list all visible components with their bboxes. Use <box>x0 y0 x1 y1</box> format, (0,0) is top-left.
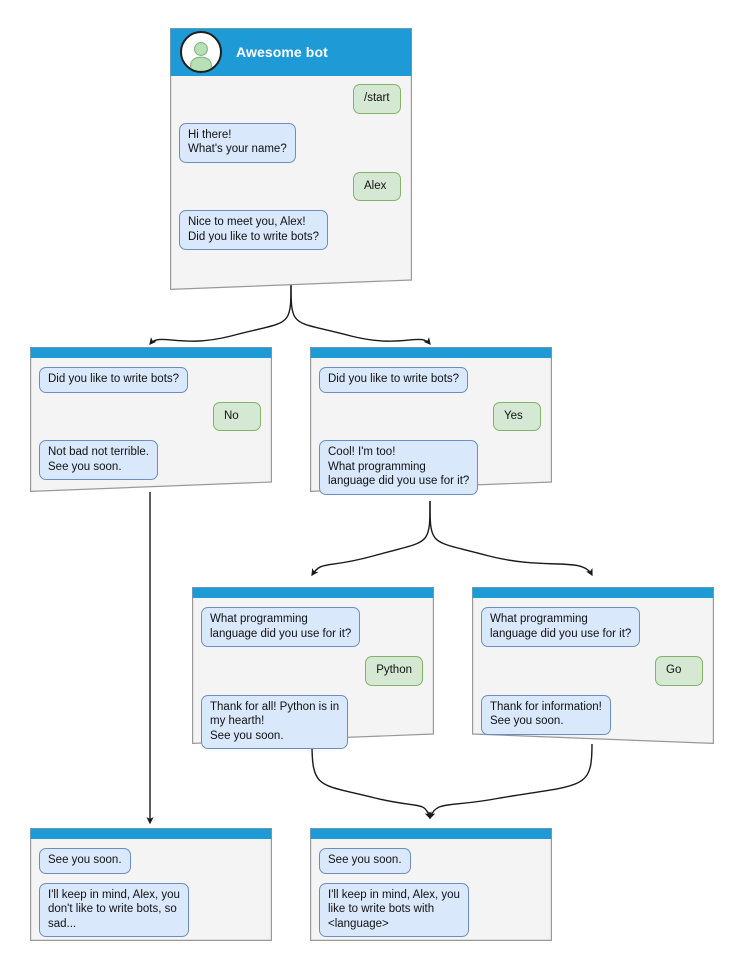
message-row: Python <box>201 656 425 686</box>
message-row: What programming language did you use fo… <box>201 607 425 647</box>
node-titlebar <box>192 587 434 598</box>
bot-message-bubble[interactable]: See you soon. <box>319 848 411 874</box>
node-titlebar <box>472 587 714 598</box>
message-list: What programming language did you use fo… <box>472 599 714 744</box>
message-row: Thank for information! See you soon. <box>481 694 705 735</box>
message-row: No <box>39 401 263 431</box>
node-titlebar: Awesome bot <box>170 28 412 76</box>
message-row: Thank for all! Python is in my hearth! S… <box>201 694 425 749</box>
user-message-bubble[interactable]: No <box>213 401 261 431</box>
message-list: See you soon. I'll keep in mind, Alex, y… <box>310 840 552 946</box>
bot-name-label: Awesome bot <box>236 44 328 60</box>
message-row: Cool! I'm too! What programming language… <box>319 440 543 495</box>
user-message-bubble[interactable]: Python <box>365 656 423 686</box>
chat-node-yes-branch[interactable]: Did you like to write bots? Yes Cool! I'… <box>310 347 552 495</box>
message-row: Yes <box>319 401 543 431</box>
message-row: Hi there! What's your name? <box>179 122 403 163</box>
edge-yes-to-python <box>311 500 431 577</box>
bot-message-bubble[interactable]: See you soon. <box>39 848 131 874</box>
message-row: I'll keep in mind, Alex, you don't like … <box>39 882 263 937</box>
node-titlebar <box>310 828 552 839</box>
bot-message-bubble[interactable]: Did you like to write bots? <box>319 367 469 393</box>
bot-message-bubble[interactable]: Thank for all! Python is in my hearth! S… <box>201 694 349 749</box>
chat-node-end-sad[interactable]: See you soon. I'll keep in mind, Alex, y… <box>30 828 272 941</box>
message-list: Did you like to write bots? No Not bad n… <box>30 359 272 489</box>
edge-root-to-yes <box>290 280 431 346</box>
message-row: /start <box>179 84 403 114</box>
message-row: See you soon. <box>39 848 263 874</box>
message-row: Did you like to write bots? <box>39 367 263 393</box>
node-titlebar <box>30 347 272 358</box>
chat-node-go-branch[interactable]: What programming language did you use fo… <box>472 587 714 744</box>
bot-message-bubble[interactable]: Not bad not terrible. See you soon. <box>39 440 159 480</box>
node-titlebar <box>30 828 272 839</box>
chat-node-end-happy[interactable]: See you soon. I'll keep in mind, Alex, y… <box>310 828 552 941</box>
user-message-bubble[interactable]: Go <box>655 656 703 686</box>
edge-yes-to-go <box>429 500 593 577</box>
bot-message-bubble[interactable]: Hi there! What's your name? <box>179 122 296 163</box>
edge-go-to-endhappy <box>428 743 593 820</box>
chat-node-no-branch[interactable]: Did you like to write bots? No Not bad n… <box>30 347 272 492</box>
message-list: What programming language did you use fo… <box>192 599 434 758</box>
bot-message-bubble[interactable]: I'll keep in mind, Alex, you like to wri… <box>319 882 469 937</box>
chat-node-root[interactable]: Awesome bot /start Hi there! What's your… <box>170 28 412 290</box>
message-row: Go <box>481 656 705 686</box>
bot-message-bubble[interactable]: Nice to meet you, Alex! Did you like to … <box>179 210 329 250</box>
edge-root-to-no <box>149 280 292 346</box>
person-avatar-icon <box>180 31 222 73</box>
node-titlebar <box>310 347 552 358</box>
message-list: Did you like to write bots? Yes Cool! I'… <box>310 359 552 504</box>
bot-message-bubble[interactable]: Did you like to write bots? <box>39 367 189 393</box>
bot-message-bubble[interactable]: What programming language did you use fo… <box>481 607 641 647</box>
user-message-bubble[interactable]: /start <box>353 84 401 114</box>
message-row: What programming language did you use fo… <box>481 607 705 647</box>
message-row: Not bad not terrible. See you soon. <box>39 440 263 480</box>
message-row: Nice to meet you, Alex! Did you like to … <box>179 210 403 250</box>
user-message-bubble[interactable]: Alex <box>353 171 401 201</box>
bot-message-bubble[interactable]: What programming language did you use fo… <box>201 607 361 647</box>
bot-message-bubble[interactable]: I'll keep in mind, Alex, you don't like … <box>39 882 189 937</box>
message-row: Did you like to write bots? <box>319 367 543 393</box>
bot-message-bubble[interactable]: Thank for information! See you soon. <box>481 694 611 735</box>
message-list: /start Hi there! What's your name? Alex … <box>170 76 412 259</box>
message-list: See you soon. I'll keep in mind, Alex, y… <box>30 840 272 946</box>
chat-node-python-branch[interactable]: What programming language did you use fo… <box>192 587 434 749</box>
user-message-bubble[interactable]: Yes <box>493 401 541 431</box>
message-row: See you soon. <box>319 848 543 874</box>
bot-message-bubble[interactable]: Cool! I'm too! What programming language… <box>319 440 479 495</box>
message-row: I'll keep in mind, Alex, you like to wri… <box>319 882 543 937</box>
message-row: Alex <box>179 171 403 201</box>
